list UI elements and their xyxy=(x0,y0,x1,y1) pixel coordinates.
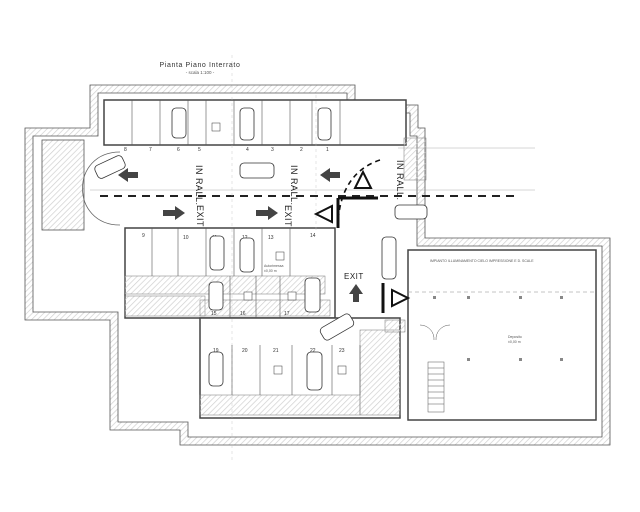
triangle-up-icon xyxy=(353,169,373,189)
direction-arrows xyxy=(118,168,363,302)
space-number: 14 xyxy=(310,233,316,239)
in-rall-label: IN RALL. xyxy=(289,165,299,206)
space-number: 10 xyxy=(183,235,189,241)
autorimessa-label: Autorimessa xyxy=(264,264,284,268)
top-parking-row xyxy=(131,100,341,145)
space-number: 9 xyxy=(142,233,145,239)
space-number: 22 xyxy=(310,348,316,354)
plan-title: Pianta Piano Interrato xyxy=(160,62,241,69)
space-number: 16 xyxy=(240,311,246,317)
space-number: 5 xyxy=(198,147,201,153)
space-number: 6 xyxy=(177,147,180,153)
hatched-areas xyxy=(124,137,427,416)
impianto-note: IMPIANTO ILLUMINAMENTO CIELO IMPRESSIONE… xyxy=(430,259,534,263)
space-number: 20 xyxy=(242,348,248,354)
arrow-right-icon xyxy=(256,206,278,220)
space-number: 1 xyxy=(326,147,329,153)
arrow-left-icon xyxy=(118,168,138,182)
exit-label: EXIT xyxy=(344,272,364,281)
deposito-label: Deposito xyxy=(508,335,522,339)
triangle-right-icon xyxy=(391,288,411,308)
exit-label: EXIT xyxy=(195,205,205,227)
warehouse: IMPIANTO ILLUMINAMENTO CIELO IMPRESSIONE… xyxy=(408,259,596,413)
warning-triangles xyxy=(313,169,411,308)
bottom-parking-row xyxy=(231,345,361,395)
space-number: 15 xyxy=(211,311,217,317)
space-number: 3 xyxy=(271,147,274,153)
space-number: 7 xyxy=(149,147,152,153)
in-rall-label: IN RALL. xyxy=(395,160,405,201)
in-rall-label: IN RALL. xyxy=(194,165,204,206)
swing-arc xyxy=(337,159,381,229)
accessibility-icons xyxy=(211,122,347,375)
space-number: 17 xyxy=(284,311,290,317)
arrow-right-icon xyxy=(163,206,185,220)
deposito-quota: ±0,00 m xyxy=(508,340,521,344)
cars xyxy=(94,107,428,391)
mid-parking-row xyxy=(151,228,291,318)
space-number: 19 xyxy=(213,348,219,354)
ramp-curve xyxy=(82,151,121,226)
space-number: 8 xyxy=(124,147,127,153)
exit-label: EXIT xyxy=(283,205,293,227)
space-number: 4 xyxy=(246,147,249,153)
arrow-left-icon xyxy=(320,168,340,182)
space-number: 13 xyxy=(268,235,274,241)
arrow-up-icon xyxy=(349,284,363,302)
bottom-parking-numbers: 19 20 21 22 23 xyxy=(213,348,345,354)
top-parking-numbers: 8 7 6 5 4 3 2 1 xyxy=(124,147,329,153)
space-number: 21 xyxy=(273,348,279,354)
triangle-left-icon xyxy=(313,204,333,224)
plan-subtitle: - scala 1:100 - xyxy=(186,70,215,75)
space-number: 2 xyxy=(300,147,303,153)
autorimessa-quota: ±0,00 m xyxy=(264,269,277,273)
space-number: 23 xyxy=(339,348,345,354)
